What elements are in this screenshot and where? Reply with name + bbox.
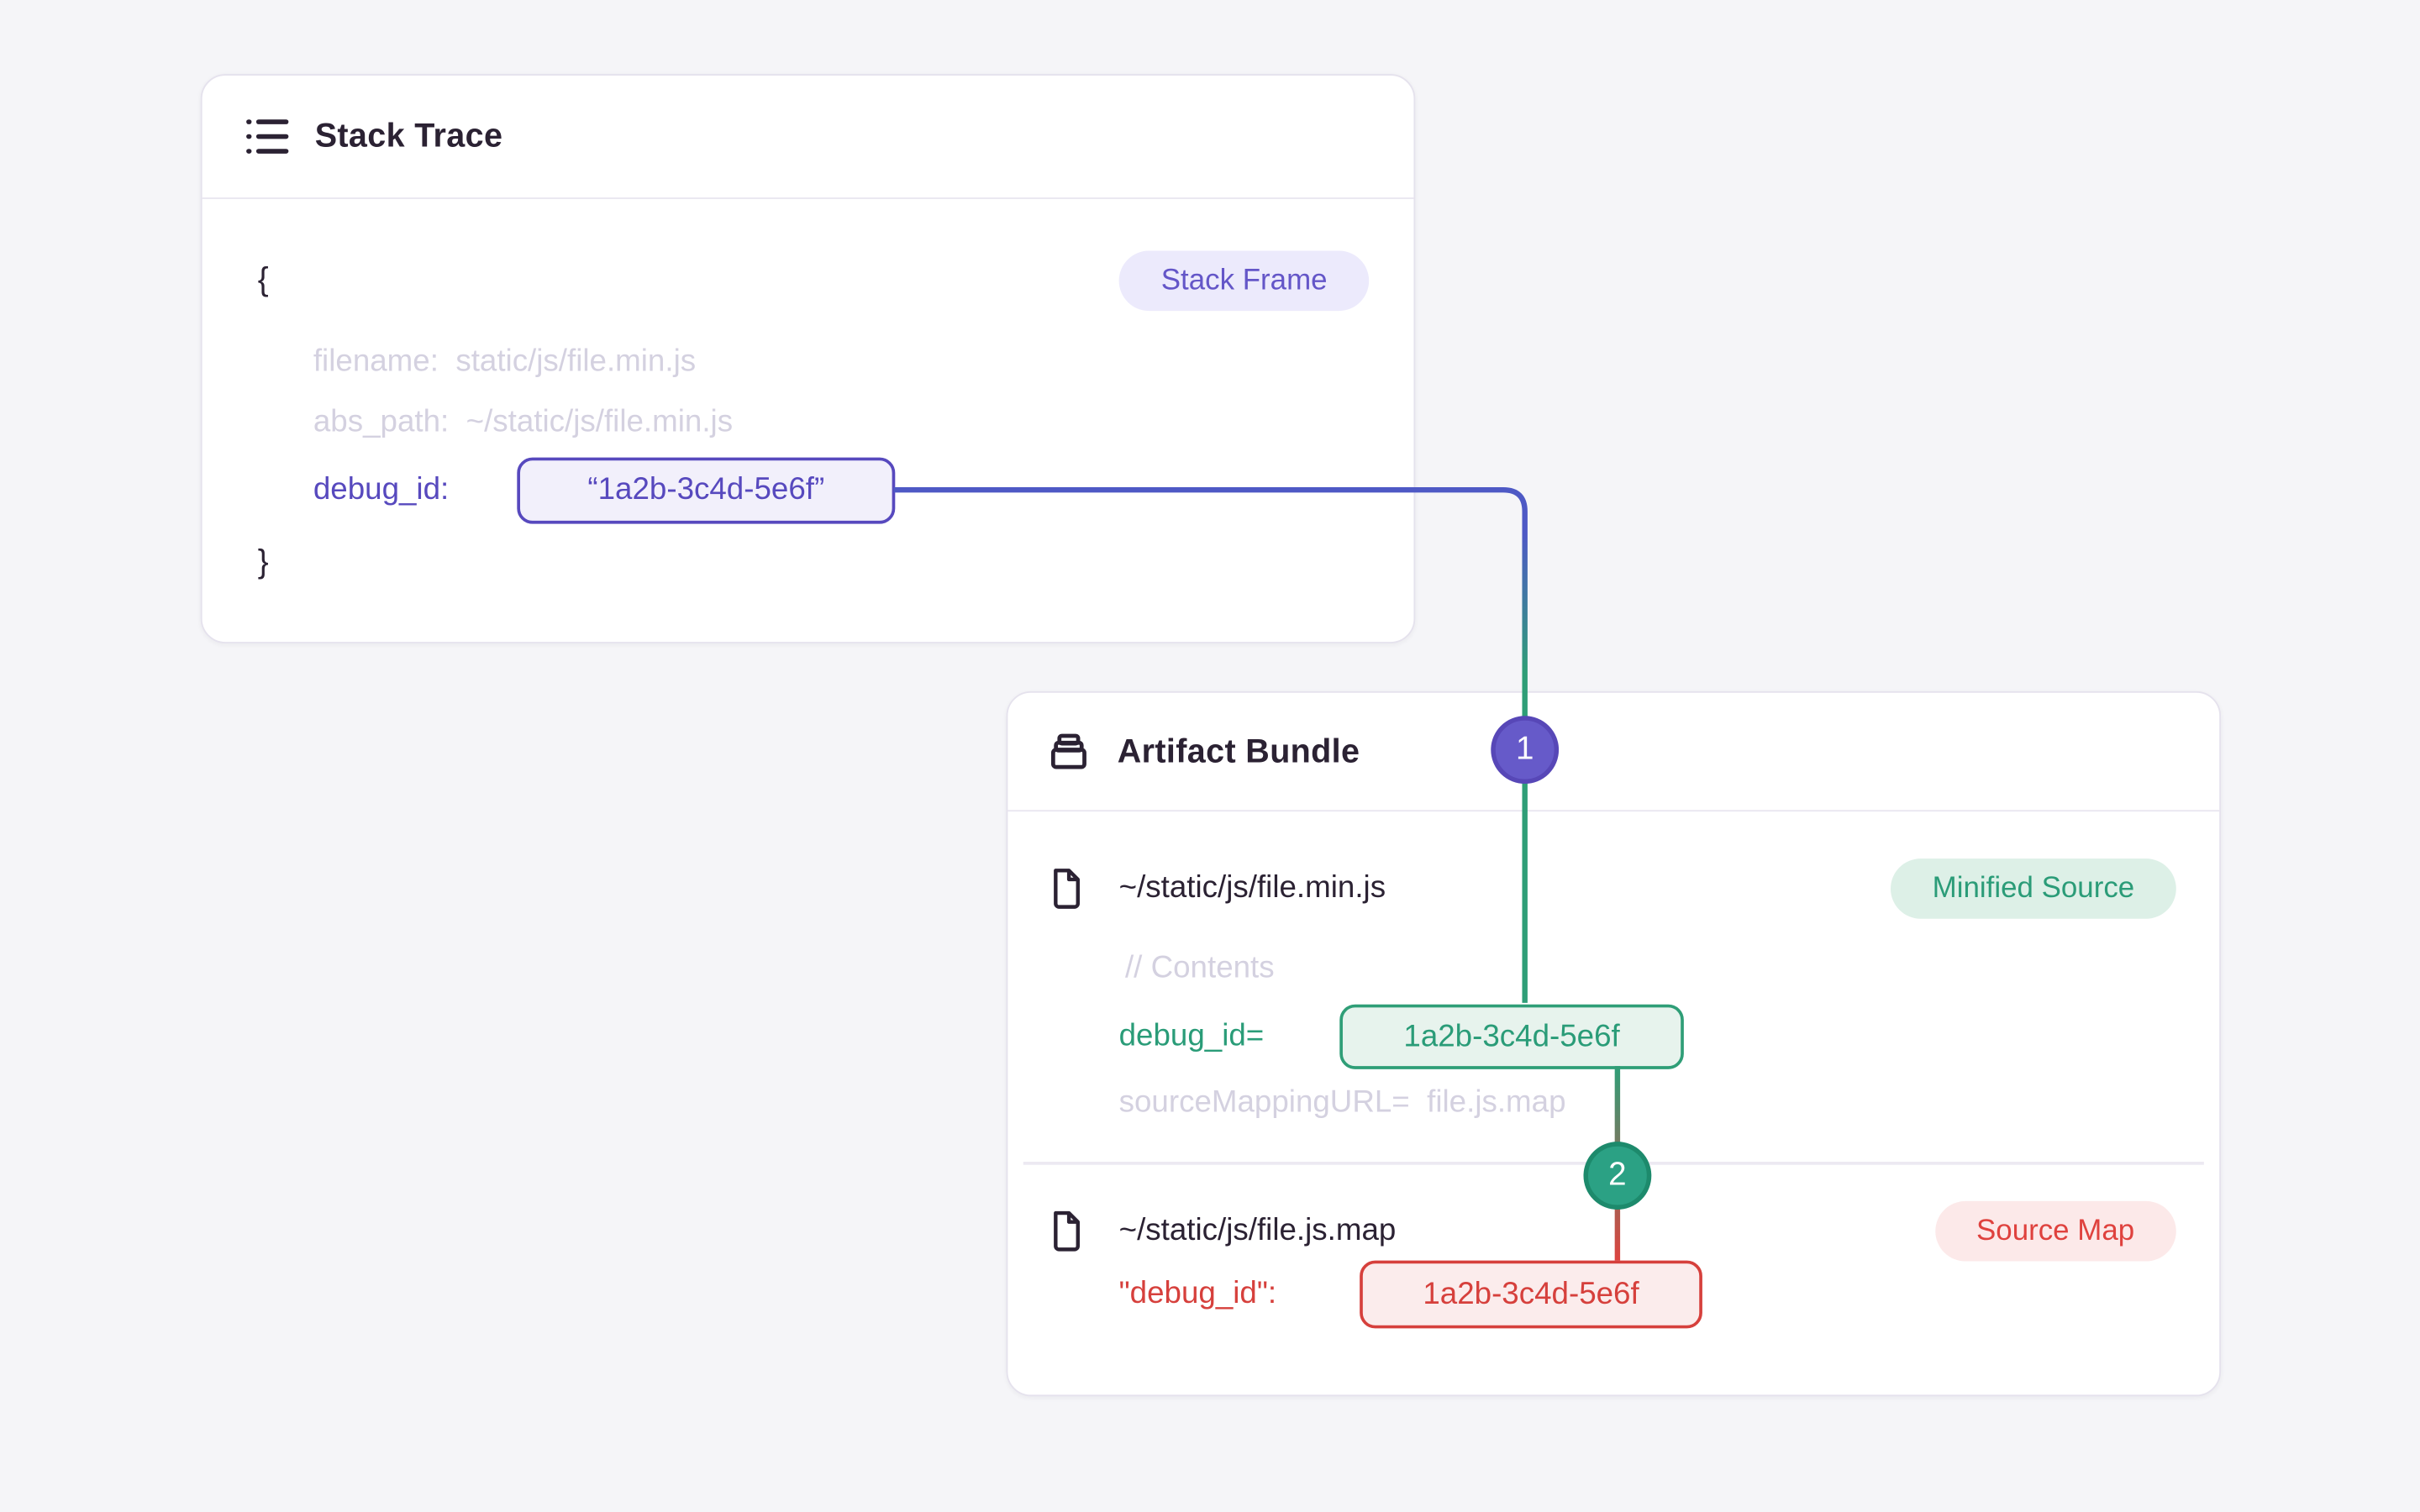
file-icon (1048, 867, 1085, 910)
list-icon (245, 118, 290, 156)
stack-frame-debug-id-label: debug_id: (313, 472, 450, 507)
stack-frame-close-brace: } (257, 544, 269, 580)
stack-trace-title: Stack Trace (314, 117, 503, 155)
artifact-bundle-card: Artifact Bundle ~/static/js/file.min.js … (1006, 690, 2222, 1397)
minified-debug-id-label: debug_id= (1118, 1019, 1265, 1053)
stack-frame-badge: Stack Frame (1119, 250, 1370, 312)
stack-frame-filename-line: filename: static/js/file.min.js (313, 344, 697, 379)
stack-frame-open-brace: { (257, 262, 269, 298)
step-2-marker: 2 (1583, 1142, 1652, 1210)
step-1-marker: 1 (1491, 716, 1560, 785)
source-map-debug-id-label: "debug_id": (1118, 1276, 1277, 1311)
source-map-debug-id-value: 1a2b-3c4d-5e6f (1360, 1260, 1702, 1329)
stack-frame-debug-id-value: “1a2b-3c4d-5e6f” (517, 457, 896, 524)
minified-source-badge: Minified Source (1891, 858, 2176, 919)
archive-box-icon (1048, 731, 1090, 773)
minified-contents-comment: // Contents (1124, 951, 1275, 985)
minified-file-path: ~/static/js/file.min.js (1118, 870, 1386, 906)
artifact-bundle-header: Artifact Bundle (1007, 693, 2220, 812)
artifact-bundle-title: Artifact Bundle (1117, 732, 1360, 769)
source-mapping-url-line: sourceMappingURL= file.js.map (1118, 1085, 1566, 1120)
stack-trace-header: Stack Trace (202, 76, 1414, 199)
stack-frame-abs-path-line: abs_path: ~/static/js/file.min.js (313, 405, 734, 439)
source-map-badge: Source Map (1934, 1200, 2176, 1262)
minified-debug-id-value: 1a2b-3c4d-5e6f (1339, 1004, 1684, 1069)
stack-trace-card: Stack Trace { Stack Frame filename: stat… (200, 74, 1416, 643)
source-map-file-path: ~/static/js/file.js.map (1118, 1213, 1397, 1247)
file-icon (1048, 1210, 1085, 1252)
